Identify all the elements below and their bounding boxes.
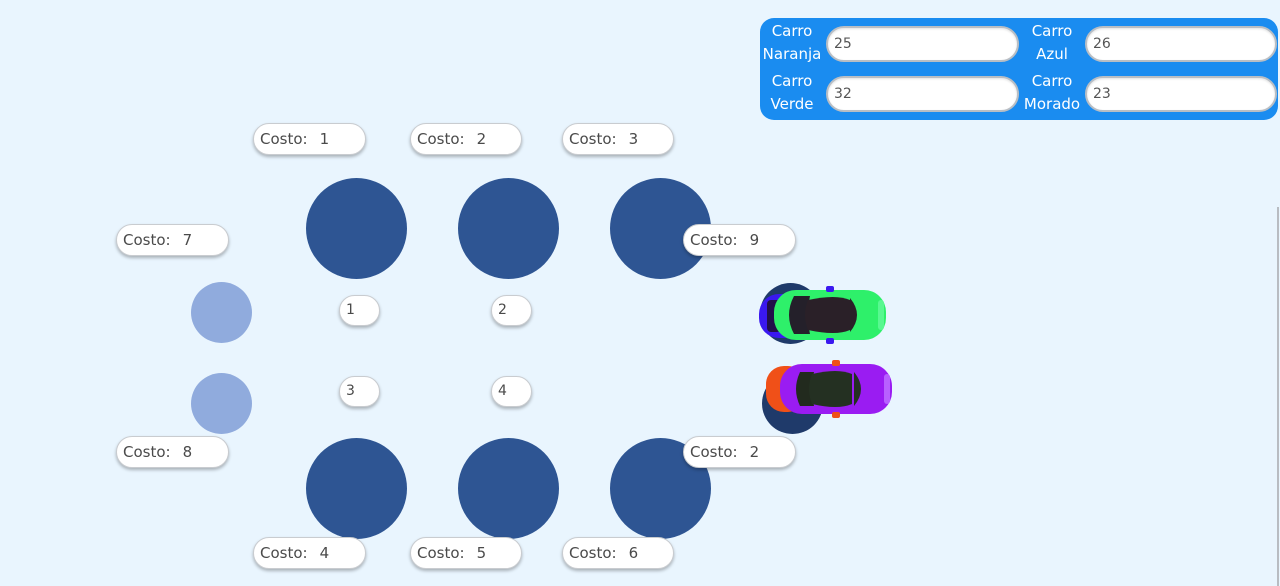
car-orange-input[interactable] [826,26,1019,62]
table-bottom-2[interactable] [458,438,559,539]
cost-label: Costo: [123,443,171,461]
cost-value: 7 [182,231,193,249]
cars-panel: Carro Naranja Carro Azul Carro Verde Car… [760,18,1278,120]
cost-pill-left-8: Costo: 8 [116,436,229,468]
cost-label: Costo: [690,443,738,461]
node-2: 2 [491,295,532,326]
car-blue-label-line2: Azul [1036,45,1068,63]
table-small-1[interactable] [191,282,252,343]
cost-pill-bottom-5: Costo: 5 [410,537,522,569]
scrollbar-track[interactable] [1277,207,1279,586]
cost-value: 2 [476,130,487,148]
cost-label: Costo: [417,544,465,562]
car-green-label-line1: Carro [771,72,813,90]
table-top-2[interactable] [458,178,559,279]
node-3: 3 [339,376,380,407]
car-purple-label: Carro Morado [1021,70,1083,116]
car-orange-label-line2: Naranja [762,45,822,63]
cost-pill-right-9: Costo: 9 [683,224,796,256]
cost-label: Costo: [417,130,465,148]
table-bottom-1[interactable] [306,438,407,539]
car-purple-label-line2: Morado [1023,95,1081,113]
cost-pill-top-1: Costo: 1 [253,123,366,155]
cost-value: 1 [319,130,330,148]
cost-value: 2 [749,443,760,461]
cost-value: 8 [182,443,193,461]
cost-pill-bottom-6: Costo: 6 [562,537,674,569]
car-purple-input[interactable] [1085,76,1277,112]
cost-pill-top-3: Costo: 3 [562,123,674,155]
car-green[interactable] [770,284,890,346]
car-blue-input[interactable] [1085,26,1277,62]
car-purple[interactable] [776,358,896,420]
cost-label: Costo: [690,231,738,249]
car-orange-label: Carro Naranja [761,20,823,66]
cost-value: 5 [476,544,487,562]
cost-pill-right-2: Costo: 2 [683,436,796,468]
car-blue-label: Carro Azul [1021,20,1083,66]
car-green-input[interactable] [826,76,1019,112]
cost-label: Costo: [569,544,617,562]
cost-value: 9 [749,231,760,249]
cost-label: Costo: [569,130,617,148]
table-top-1[interactable] [306,178,407,279]
cost-label: Costo: [123,231,171,249]
node-1: 1 [339,295,380,326]
cost-pill-top-2: Costo: 2 [410,123,522,155]
cost-label: Costo: [260,130,308,148]
car-blue-label-line1: Carro [1031,22,1073,40]
cost-value: 4 [319,544,330,562]
cost-pill-bottom-4: Costo: 4 [253,537,366,569]
table-small-2[interactable] [191,373,252,434]
cost-value: 6 [628,544,639,562]
car-green-label-line2: Verde [770,95,814,113]
cost-pill-left-7: Costo: 7 [116,224,229,256]
node-4: 4 [491,376,532,407]
cost-label: Costo: [260,544,308,562]
car-green-label: Carro Verde [761,70,823,116]
car-purple-label-line1: Carro [1031,72,1073,90]
cost-value: 3 [628,130,639,148]
car-orange-label-line1: Carro [771,22,813,40]
